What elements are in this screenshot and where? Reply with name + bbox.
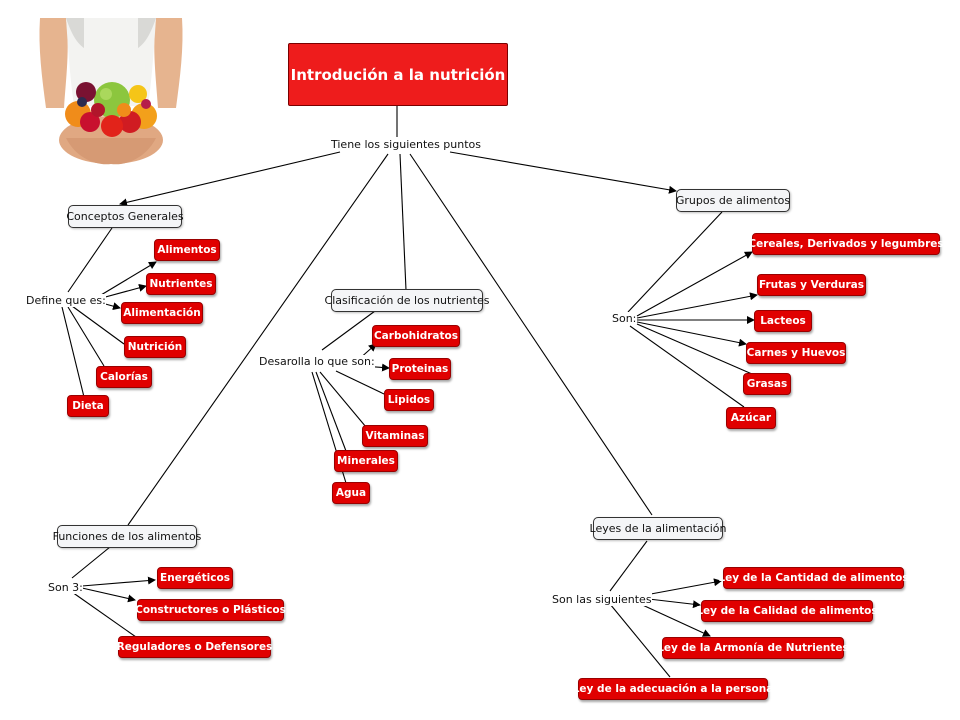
branch-funciones[interactable]: Funciones de los alimentos (53, 525, 201, 548)
root-topic[interactable]: Introdución a la nutrición (288, 43, 508, 106)
leaf-frutas-verduras[interactable]: Frutas y Verduras (757, 274, 866, 296)
funciones-link-label: Son 3: (48, 581, 83, 594)
leaf-alimentos[interactable]: Alimentos (154, 239, 220, 261)
leaf-dieta[interactable]: Dieta (67, 395, 109, 417)
leaf-proteinas[interactable]: Proteinas (389, 358, 451, 380)
leaf-lipidos[interactable]: Lipidos (384, 389, 434, 411)
fruit-hands-image (26, 18, 196, 176)
branch-conceptos[interactable]: Conceptos Generales (66, 205, 184, 228)
leaf-ley-cantidad[interactable]: Ley de la Cantidad de alimentos (718, 567, 909, 589)
leaf-minerales[interactable]: Minerales (334, 450, 398, 472)
leaf-carbohidratos[interactable]: Carbohidratos (372, 325, 460, 347)
leaf-nutricion[interactable]: Nutrición (124, 336, 186, 358)
leaf-lacteos[interactable]: Lacteos (754, 310, 812, 332)
conceptos-link-label: Define que es: (26, 294, 106, 307)
leaf-azucar[interactable]: Azúcar (726, 407, 776, 429)
main-link-label: Tiene los siguientes puntos (331, 138, 481, 151)
leaf-cereales[interactable]: Cereales, Derivados y legumbres (748, 233, 944, 255)
leaf-vitaminas[interactable]: Vitaminas (362, 425, 428, 447)
leaf-ley-calidad[interactable]: Ley de la Calidad de alimentos (696, 600, 878, 622)
leaf-alimentacion[interactable]: Alimentación (121, 302, 203, 324)
leaf-reguladores[interactable]: Reguladores o Defensores (117, 636, 272, 658)
clasificacion-link-label: Desarolla lo que son: (259, 355, 375, 368)
branch-leyes[interactable]: Leyes de la alimentación (590, 517, 726, 540)
branch-clasificacion[interactable]: Clasificación de los nutrientes (325, 289, 489, 312)
leaf-ley-adecuacion[interactable]: Ley de la adecuación a la persona (573, 678, 773, 700)
leaf-constructores[interactable]: Constructores o Plásticos (135, 599, 286, 621)
leaf-carnes-huevos[interactable]: Carnes y Huevos (746, 342, 846, 364)
leaf-grasas[interactable]: Grasas (743, 373, 791, 395)
leaf-calorias[interactable]: Calorías (96, 366, 152, 388)
leaf-ley-armonia[interactable]: Ley de la Armonía de Nutrientes (657, 637, 849, 659)
leyes-link-label: Son las siguientes (552, 593, 652, 606)
leaf-nutrientes[interactable]: Nutrientes (146, 273, 216, 295)
leaf-energeticos[interactable]: Energéticos (157, 567, 233, 589)
grupos-link-label: Son: (612, 312, 637, 325)
branch-grupos[interactable]: Grupos de alimentos (676, 189, 790, 212)
leaf-agua[interactable]: Agua (332, 482, 370, 504)
